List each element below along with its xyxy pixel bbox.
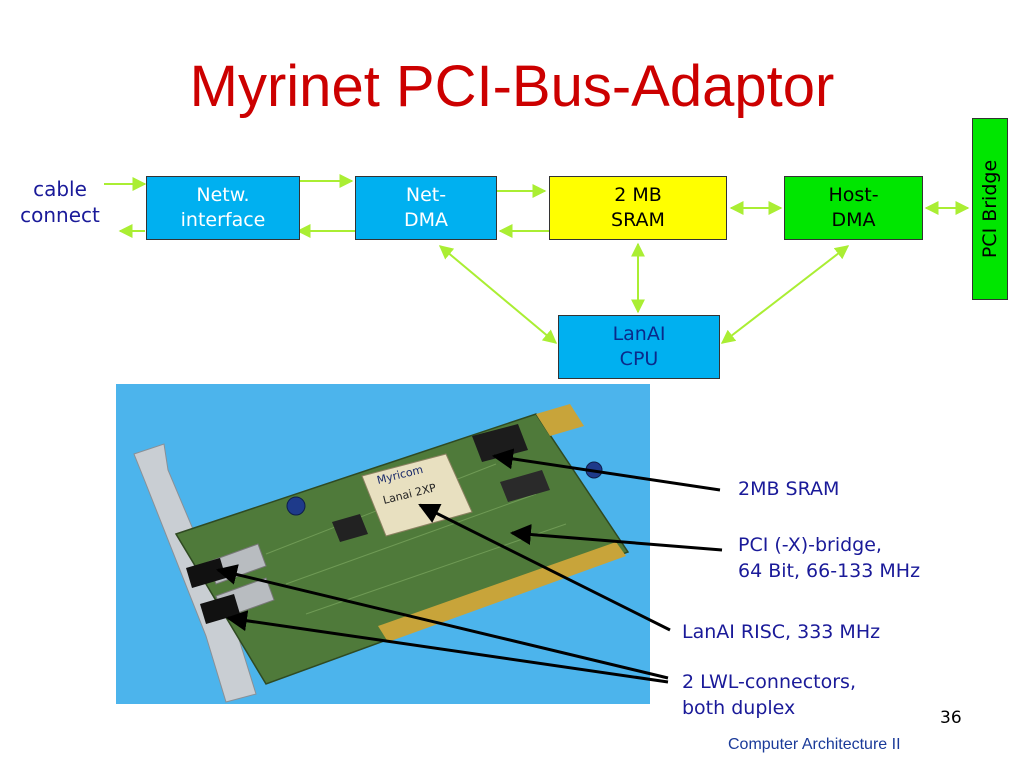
block-diagram-arrows xyxy=(104,174,970,344)
arrow-hostdma-lanai xyxy=(720,245,850,344)
slide-title: Myrinet PCI-Bus-Adaptor xyxy=(189,54,835,119)
net-dma-block: Net- DMA xyxy=(355,176,497,240)
adapter-card-illustration: Myricom Lanai 2XP xyxy=(133,404,630,703)
arrow-netdma-lanai xyxy=(438,245,558,344)
adapter-card-photo: Myricom Lanai 2XP xyxy=(116,384,650,704)
annotation-sram: 2MB SRAM xyxy=(738,478,840,500)
netw-interface-block: Netw. interface xyxy=(146,176,300,240)
annotation-lanai-risc: LanAI RISC, 333 MHz xyxy=(682,621,881,643)
lanai-cpu-block: LanAI CPU xyxy=(558,315,720,379)
annotation-connectors: 2 LWL-connectors, both duplex xyxy=(682,671,856,719)
annotation-pci-bridge: PCI (-X)-bridge, 64 Bit, 66-133 MHz xyxy=(738,534,921,582)
pci-bridge-label: PCI Bridge xyxy=(979,159,1001,259)
small-chip xyxy=(332,514,368,542)
host-dma-block: Host- DMA xyxy=(784,176,923,240)
sram-block: 2 MB SRAM xyxy=(549,176,727,240)
footer-text: Computer Architecture II xyxy=(728,736,901,753)
pci-bridge-block: PCI Bridge xyxy=(972,118,1008,300)
cable-connect-label: cable connect xyxy=(20,177,100,227)
slide-number: 36 xyxy=(940,708,962,728)
